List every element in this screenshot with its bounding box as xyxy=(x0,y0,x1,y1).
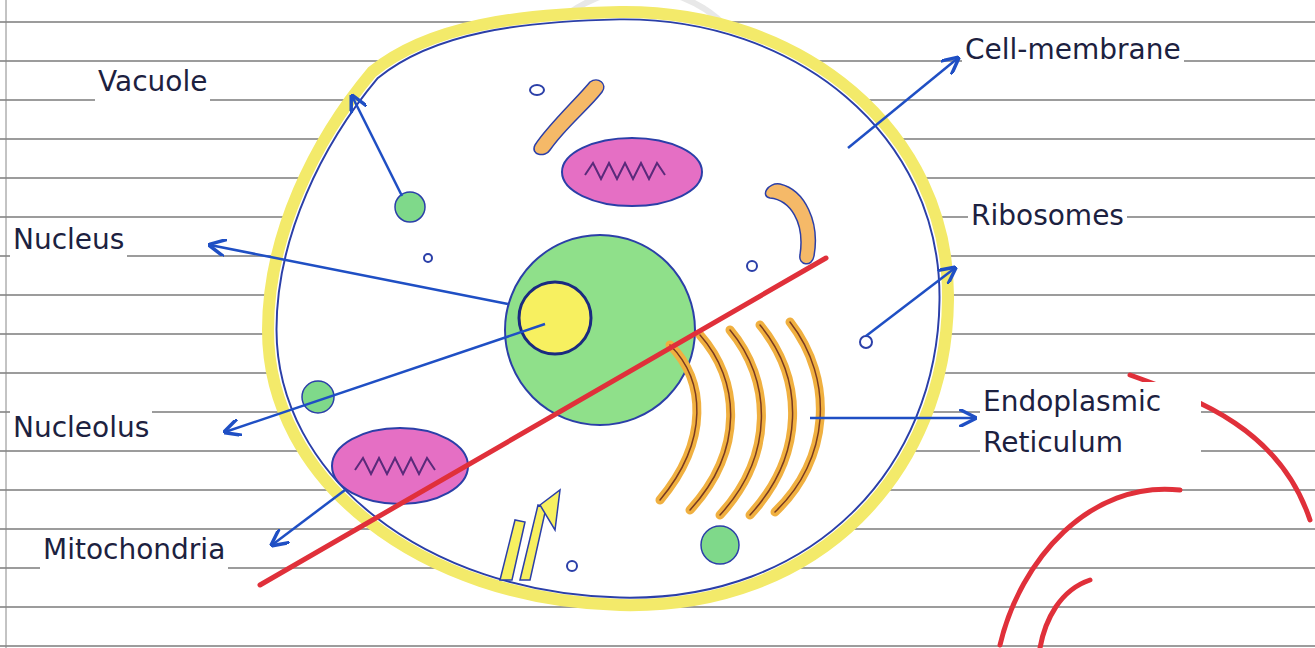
cell-body xyxy=(268,12,948,605)
part-label: Endoplasmic Reticulum xyxy=(980,382,1201,463)
leader-lines xyxy=(210,58,975,545)
part-label: Nucleolus xyxy=(10,408,152,449)
centriole-shape xyxy=(500,490,560,580)
part-label: Vacuole xyxy=(95,62,210,103)
part-label: Cell-membrane xyxy=(962,30,1184,71)
ribosome-dots xyxy=(424,85,872,571)
mitochondria-shape xyxy=(332,138,702,504)
part-label: Mitochondria xyxy=(40,530,228,571)
part-label: Nucleus xyxy=(10,220,127,261)
nucleus-shape xyxy=(505,235,695,425)
golgi-shape xyxy=(534,80,815,264)
endoplasmic-reticulum-shape xyxy=(660,322,820,515)
red-pen-marks xyxy=(260,258,1310,648)
part-label: Ribosomes xyxy=(968,196,1127,237)
vacuole-shape xyxy=(302,192,739,564)
